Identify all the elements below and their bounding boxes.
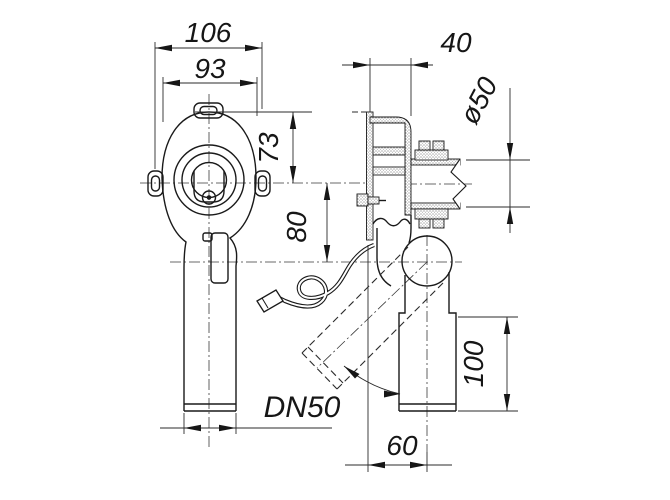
wall-screw: [356, 193, 386, 207]
rosette-screw-center: [206, 195, 212, 200]
arrow-100-top: [503, 317, 511, 334]
swivel-elbow: [401, 235, 453, 287]
top-mounting-slot: [199, 105, 218, 116]
swivel-phantom-pipe: [301, 246, 444, 390]
arrow-93-right: [240, 79, 257, 87]
dimension-arrows: [155, 44, 514, 469]
swivel-centerline: [316, 261, 428, 369]
pipe-wall-bottom: [410, 202, 461, 210]
clamp-top-bolt-1: [418, 140, 431, 151]
right-mounting-tab: [254, 170, 271, 197]
arrow-40-right: [411, 61, 428, 69]
rosette-screw: [201, 190, 217, 205]
phantom-edge-upper: [301, 246, 409, 354]
frame-rib-upper: [372, 146, 406, 156]
side-view: [256, 111, 467, 412]
arrow-106-left: [155, 44, 172, 52]
arrow-106-right: [245, 44, 262, 52]
pipe-clamps: [414, 140, 449, 229]
swivel-arc-arrow-right: [384, 390, 400, 398]
outlet-nozzle: [210, 232, 229, 284]
dim-mounting-width-label: 106: [185, 17, 232, 48]
mounting-frame-section: [369, 116, 412, 216]
dim-outlet-length-group: 100: [458, 340, 489, 387]
cable-core: [278, 244, 375, 308]
siphon-body-left-outline: [161, 177, 187, 411]
arrow-73-bottom: [289, 166, 297, 183]
arrow-dn50-right: [219, 424, 236, 432]
siphon-body-outline: [161, 111, 257, 411]
arrow-80-top: [323, 183, 331, 200]
side-body-right-edge: [408, 215, 412, 244]
dimension-lines: [154, 42, 530, 472]
dim-tab-offset-label: 73: [253, 132, 284, 164]
frame-rib-lower: [372, 166, 406, 176]
arrow-60-right: [410, 461, 427, 469]
arrow-73-top: [289, 112, 297, 129]
clamp-bottom-bolt-1: [418, 218, 431, 229]
clamp-top-bolt-2: [432, 140, 445, 151]
cable-plug: [256, 289, 284, 313]
top-mounting-tab: [193, 102, 224, 119]
dim-tab-offset-group: 73: [253, 132, 284, 164]
dim-outlet-drop-group: 80: [281, 211, 312, 243]
rosette: [173, 144, 245, 216]
clamp-bottom-band: [414, 208, 449, 220]
cable: [256, 243, 375, 313]
arrow-dn50-left: [184, 424, 201, 432]
nozzle-tab: [202, 232, 213, 242]
left-mounting-slot: [150, 175, 161, 192]
front-view: [147, 102, 271, 412]
pipe-break-symbol: [450, 158, 467, 210]
arrow-d50-bottom: [506, 207, 514, 224]
arrow-80-bottom: [323, 245, 331, 262]
mounting-tabs: [147, 102, 271, 197]
wall-section: [366, 111, 374, 241]
rosette-outer-circle: [173, 144, 245, 216]
left-mounting-tab: [147, 170, 164, 197]
right-mounting-slot: [257, 175, 268, 192]
outlet-pipe-left: [398, 275, 406, 411]
clamp-top-band: [414, 149, 449, 161]
dim-wall-depth-label: 40: [440, 27, 472, 58]
clamp-bottom-bolt-2: [432, 218, 445, 229]
swivel-arc: [343, 365, 401, 395]
cable-plug-detail: [261, 297, 269, 309]
phantom-edge-lower: [336, 282, 444, 390]
dim-nominal-size-label: DN50: [264, 391, 341, 424]
phantom-end-cap: [301, 352, 338, 390]
body-break-wave: [372, 217, 411, 227]
arrow-40-left: [353, 61, 370, 69]
dim-outlet-length-label: 100: [458, 340, 489, 387]
dim-outlet-drop-label: 80: [281, 211, 312, 243]
arrow-100-bottom: [503, 394, 511, 411]
wall-anchor: [356, 193, 369, 207]
side-body: [372, 215, 457, 412]
dim-body-width-label: 93: [194, 53, 226, 84]
swivel-arc-arrow-left: [344, 366, 360, 379]
outlet-pipe-right: [448, 272, 457, 411]
dim-wall-to-outlet-label: 60: [386, 430, 418, 461]
rosette-mid-circle: [181, 152, 237, 208]
side-body-left-edge: [376, 228, 392, 287]
arrow-93-left: [163, 79, 180, 87]
arrow-d50-top: [506, 143, 514, 160]
drain-opening: [193, 171, 225, 203]
arrow-60-left: [368, 461, 385, 469]
phantom-socket-line: [307, 346, 344, 384]
dim-pipe-diameter-group: ø50: [454, 72, 504, 130]
screw-head: [367, 196, 380, 205]
dim-pipe-diameter-label: ø50: [454, 72, 504, 130]
